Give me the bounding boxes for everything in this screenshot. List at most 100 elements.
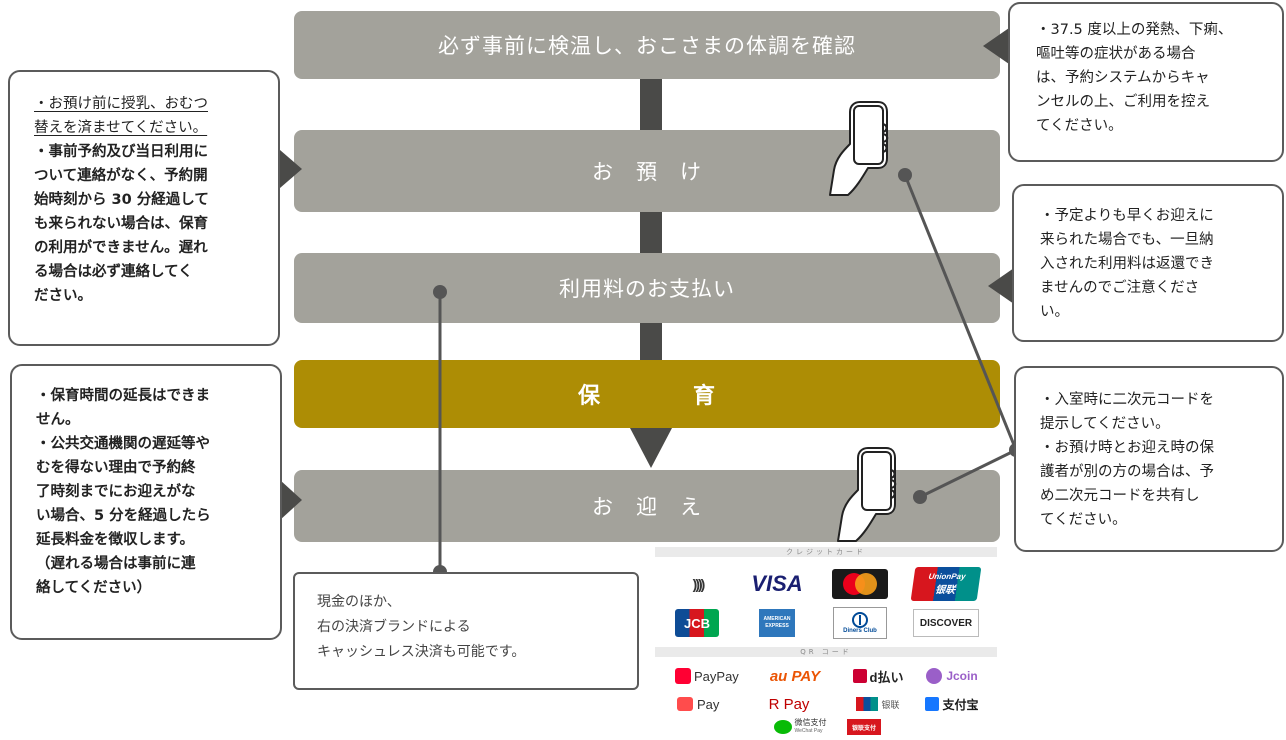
step-payment: 利用料のお支払い <box>294 253 1000 323</box>
jcoin-label: Jcoin <box>946 669 978 683</box>
diners-club-logo: Diners Club <box>833 607 887 639</box>
note-pickup: ・保育時間の延長はできま せん。 ・公共交通機関の遅延等や むを得ない理由で予約… <box>10 364 282 640</box>
note-line: ださい。 <box>34 288 92 304</box>
note-line: の利用ができません。遅れ <box>34 240 208 256</box>
diners-label: Diners Club <box>843 628 877 634</box>
note-line: 始時刻から 30 分経過して <box>34 192 209 208</box>
qr-code-header: QR コード <box>655 647 997 657</box>
step-dropoff: お 預 け <box>294 130 1000 212</box>
rakuten-pay-logo: R Pay <box>768 695 810 713</box>
note-refund: ・予定よりも早くお迎えに 来られた場合でも、一旦納 入された利用料は返還でき ま… <box>1012 184 1284 342</box>
note-line: も来られない場合は、保育 <box>34 216 208 232</box>
note-line: せん。 <box>36 412 80 428</box>
connector-dot <box>898 168 912 182</box>
note-line: キャッシュレス決済も可能です。 <box>317 644 526 660</box>
connector-dot <box>913 490 927 504</box>
mastercard-circles-icon <box>843 573 877 595</box>
note-line: ・37.5 度以上の発熱、下痢、 <box>1036 22 1233 38</box>
pointer-left-pickup <box>280 480 302 520</box>
paypay-label: PayPay <box>694 668 739 684</box>
smartphone-hand-icon <box>837 447 897 542</box>
note-line: 護者が別の方の場合は、予 <box>1040 464 1214 480</box>
merpay-label: Pay <box>697 696 720 712</box>
unionpay-cn-label: 银联 <box>934 585 956 596</box>
note-line: 嘔吐等の症状がある場合 <box>1036 46 1196 62</box>
merpay-logo: Pay <box>677 693 733 715</box>
note-line: い。 <box>1040 304 1069 320</box>
unionpay-label: UnionPay <box>927 572 967 581</box>
wechat-en-label: WeChat Pay <box>794 728 823 734</box>
aupay-logo: au PAY <box>769 667 821 685</box>
note-line: 現金のほか、 <box>317 594 401 610</box>
note-health: ・37.5 度以上の発熱、下痢、 嘔吐等の症状がある場合 は、予約システムからキ… <box>1008 2 1284 162</box>
note-cashless-payment: 現金のほか、 右の決済ブランドによる キャッシュレス決済も可能です。 <box>293 572 639 690</box>
unionpay-qr-icon <box>856 697 879 711</box>
dbarai-logo: d払い <box>847 665 909 687</box>
paypay-logo: PayPay <box>675 665 745 687</box>
note-line: （遅れる場合は事前に連 <box>36 556 196 572</box>
note-line: 提示してください。 <box>1040 416 1170 432</box>
note-line: 了時刻までにお迎えがな <box>36 484 196 500</box>
credit-card-header: クレジットカード <box>655 547 997 557</box>
jcoin-logo: Jcoin <box>919 665 985 687</box>
step-childcare: 保 育 <box>294 360 1000 428</box>
note-qr-code: ・入室時に二次元コードを 提示してください。 ・お預け時とお迎え時の保 護者が別… <box>1014 366 1284 552</box>
unionpay-logo: UnionPay 银联 <box>910 567 982 601</box>
note-line: ・予定よりも早くお迎えに <box>1040 208 1214 224</box>
discover-logo: DISCOVER <box>913 609 979 637</box>
note-line: は、予約システムからキャ <box>1036 70 1210 86</box>
alipay-icon <box>925 697 940 711</box>
wechat-text: 微信支付 WeChat Pay <box>795 719 827 735</box>
note-line: ・事前予約及び当日利用に <box>34 144 208 160</box>
alipay-logo: 支付宝 <box>919 693 985 715</box>
pointer-left-dropoff <box>280 150 302 188</box>
pointer-right-health <box>983 28 1009 64</box>
paypay-icon <box>675 668 691 684</box>
note-line: 入された利用料は返還でき <box>1040 256 1214 272</box>
note-line: 来られた場合でも、一旦納 <box>1040 232 1214 248</box>
ginren-logo: 银联支付 <box>847 719 881 735</box>
visa-logo: VISA <box>751 571 803 596</box>
note-line: る場合は必ず連絡してく <box>34 264 193 280</box>
merpay-icon <box>677 697 693 711</box>
payment-brands-panel: クレジットカード )))) VISA UnionPay 银联 JCB AMERI… <box>655 547 997 738</box>
note-line: 右の決済ブランドによる <box>317 619 471 635</box>
amex-logo: AMERICAN EXPRESS <box>759 609 795 637</box>
note-line: ・保育時間の延長はできま <box>36 388 210 404</box>
jcb-logo: JCB <box>675 609 719 637</box>
note-line: てください。 <box>1040 512 1127 528</box>
note-line: ついて連絡がなく、予約開 <box>34 168 208 184</box>
note-line: ませんのでご注意くださ <box>1040 280 1200 296</box>
note-line: ンセルの上、ご利用を控え <box>1036 94 1210 110</box>
wechat-pay-logo: 微信支付 WeChat Pay <box>765 717 835 737</box>
note-line: め二次元コードを共有し <box>1040 488 1200 504</box>
note-line: 替えを済ませてください。 <box>34 120 208 136</box>
alipay-label: 支付宝 <box>942 697 979 712</box>
note-line: い場合、5 分を経過したら <box>36 508 211 524</box>
note-line: ・お預け前に授乳、おむつ <box>34 96 208 112</box>
note-line: ・入室時に二次元コードを <box>1040 392 1214 408</box>
wechat-label: 微信支付 <box>794 718 827 727</box>
jcoin-icon <box>926 668 943 684</box>
pointer-right-refund <box>988 268 1014 304</box>
flow-down-arrow <box>630 428 672 468</box>
step-temperature-check: 必ず事前に検温し、おこさまの体調を確認 <box>294 11 1000 79</box>
note-line: 絡してください） <box>36 580 152 596</box>
note-dropoff: ・お預け前に授乳、おむつ 替えを済ませてください。 ・事前予約及び当日利用に つ… <box>8 70 280 346</box>
unionpay-qr-logo: 银联 <box>847 693 909 715</box>
note-line: てください。 <box>1036 118 1123 134</box>
dbarai-label: d払い <box>869 669 904 685</box>
note-line: ・お預け時とお迎え時の保 <box>1040 440 1214 456</box>
note-line: むを得ない理由で予約終 <box>36 460 196 476</box>
mastercard-logo <box>832 569 888 599</box>
connector-pickup-to-qr <box>919 448 1017 499</box>
note-line: 延長料金を徴収します。 <box>36 532 195 548</box>
smartphone-hand-icon <box>829 101 889 196</box>
note-line: ・公共交通機関の遅延等や <box>36 436 210 452</box>
wechat-icon <box>773 720 792 734</box>
unionpay-qr-label: 银联 <box>881 699 900 710</box>
connector-dot <box>433 285 447 299</box>
docomo-icon <box>852 669 867 683</box>
diners-circle-icon <box>852 612 868 628</box>
